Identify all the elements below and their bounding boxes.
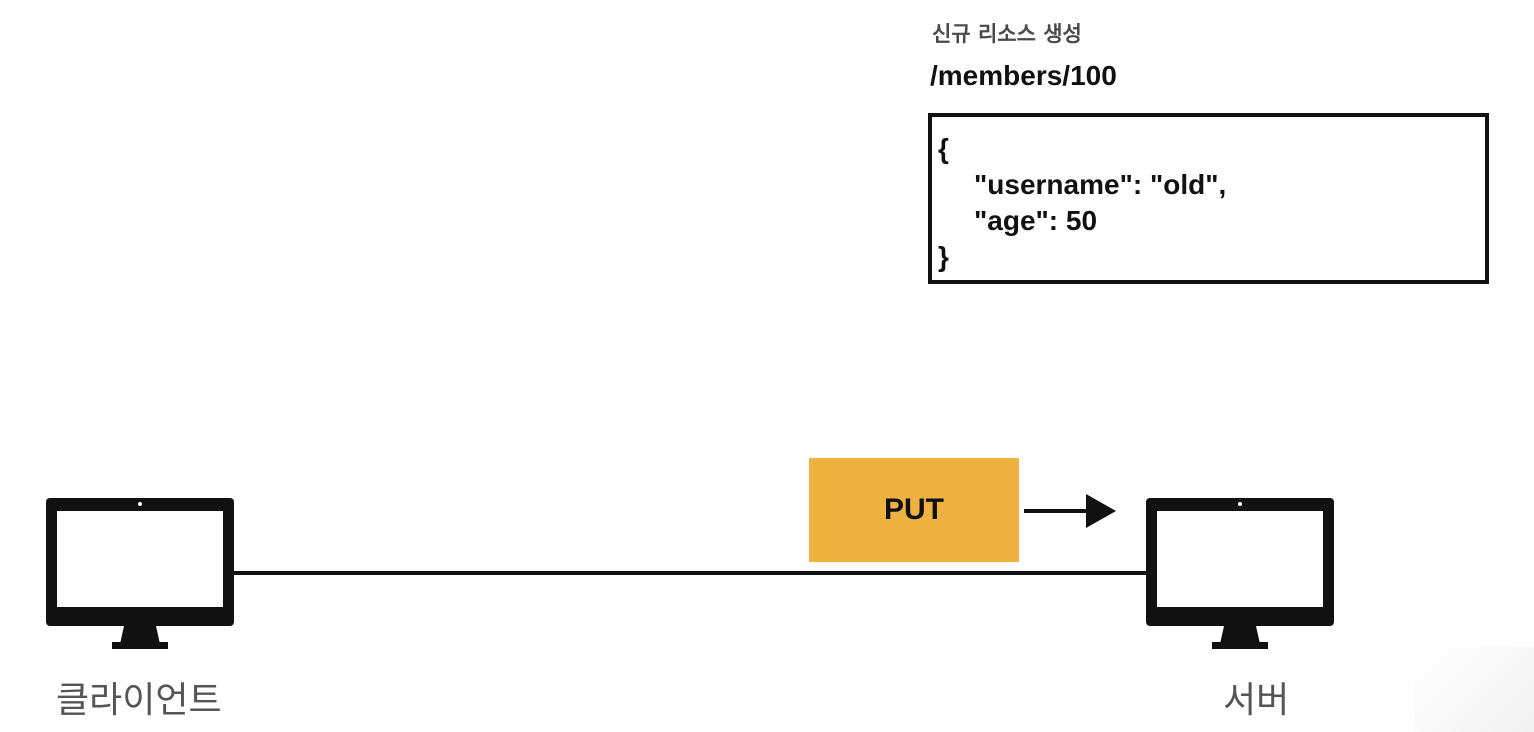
- request-arrow-icon: [1024, 494, 1116, 528]
- server-label: 서버: [1223, 680, 1290, 721]
- resource-path: /members/100: [930, 60, 1117, 91]
- client-monitor-icon: [46, 498, 234, 649]
- json-age-line: "age": 50: [974, 205, 1098, 236]
- json-open-brace: {: [938, 133, 949, 164]
- client-label: 클라이언트: [56, 680, 222, 721]
- caption-new-resource: 신규 리소스 생성: [932, 22, 1082, 46]
- corner-shade: [1414, 647, 1534, 732]
- json-close-brace: }: [938, 241, 949, 272]
- json-username-line: "username": "old",: [974, 169, 1227, 200]
- server-monitor-icon: [1146, 498, 1334, 649]
- put-method-label: PUT: [884, 493, 944, 526]
- put-method-box: PUT: [809, 458, 1019, 562]
- json-body-box: { "username": "old", "age": 50 }: [928, 113, 1489, 284]
